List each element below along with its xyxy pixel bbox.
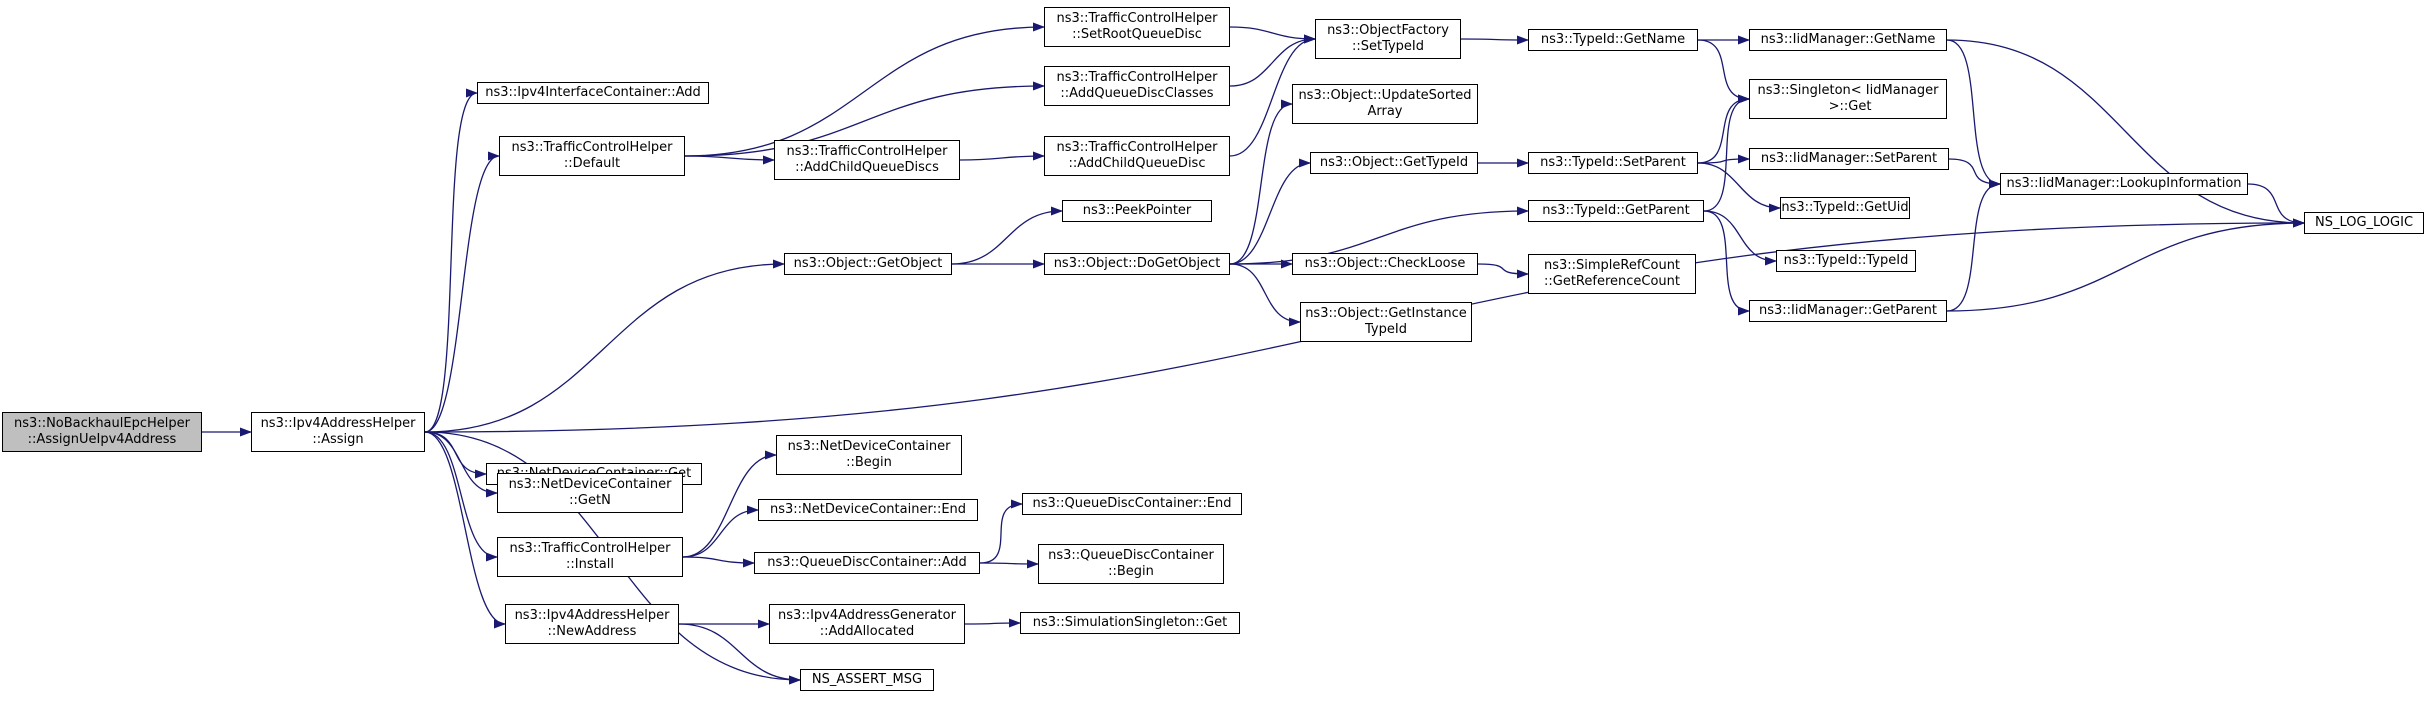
node-typeid-getname[interactable]: ns3::TypeId::GetName	[1528, 29, 1698, 51]
edge-n39-n40	[964, 618, 1021, 628]
edge-n2-n10	[424, 431, 506, 629]
node-trafficcontrolhelper-install[interactable]: ns3::TrafficControlHelper ::Install	[497, 537, 683, 577]
node-ipv4addresshelper-assign[interactable]: ns3::Ipv4AddressHelper ::Assign	[251, 412, 425, 452]
node-object-checkloose[interactable]: ns3::Object::CheckLoose	[1292, 253, 1478, 275]
edge-n4-n12	[684, 22, 1045, 157]
node-ns-assert-msg[interactable]: NS_ASSERT_MSG	[800, 669, 934, 691]
edge-n28-n19	[1697, 94, 1750, 164]
edge-n5-n21	[951, 206, 1063, 265]
edge-n28-n30	[1697, 162, 1781, 213]
edge-n14-n15	[959, 151, 1045, 161]
node-netdevicecontainer-getn[interactable]: ns3::NetDeviceContainer ::GetN	[497, 473, 683, 513]
node-object-gettypeid[interactable]: ns3::Object::GetTypeId	[1310, 152, 1478, 174]
node-object-updatesortedarray[interactable]: ns3::Object::UpdateSorted Array	[1292, 84, 1478, 124]
node-queuedisccontainer-begin[interactable]: ns3::QueueDiscContainer ::Begin	[1038, 544, 1224, 584]
edge-n26-n33	[1477, 263, 1529, 279]
node-ipv4addresshelper-newaddress[interactable]: ns3::Ipv4AddressHelper ::NewAddress	[505, 604, 679, 644]
edge-n32-n6	[1946, 218, 2305, 312]
node-queuedisccontainer-add[interactable]: ns3::QueueDiscContainer::Add	[754, 552, 980, 574]
node-trafficcontrolhelper-addchildqueuediscs[interactable]: ns3::TrafficControlHelper ::AddChildQueu…	[774, 140, 960, 180]
node-simulationsingleton-get[interactable]: ns3::SimulationSingleton::Get	[1020, 612, 1240, 634]
node-iidmanager-getname[interactable]: ns3::IidManager::GetName	[1749, 29, 1947, 51]
edge-n36-n38	[979, 559, 1039, 569]
node-peekpointer[interactable]: ns3::PeekPointer	[1062, 200, 1212, 222]
edge-n2-n8	[424, 431, 498, 498]
node-iidmanager-getparent[interactable]: ns3::IidManager::GetParent	[1749, 300, 1947, 322]
edge-n15-n16	[1229, 34, 1316, 157]
edge-n2-n5	[424, 259, 785, 433]
node-netdevicecontainer-end[interactable]: ns3::NetDeviceContainer::End	[758, 499, 978, 521]
edge-n9-n35	[682, 505, 759, 558]
edge-n4-n13	[684, 81, 1045, 157]
edge-n9-n36	[682, 556, 755, 568]
edge-n13-n16	[1229, 34, 1316, 87]
edge-n28-n29	[1697, 154, 1750, 164]
edge-n18-n20	[1946, 39, 2001, 189]
edge-n22-n24	[1229, 158, 1311, 265]
node-typeid-setparent[interactable]: ns3::TypeId::SetParent	[1528, 152, 1698, 174]
edge-n12-n16	[1229, 26, 1316, 44]
edge-n16-n17	[1460, 35, 1529, 45]
edge-n36-n37	[979, 499, 1023, 564]
node-object-getinstancetypeid[interactable]: ns3::Object::GetInstance TypeId	[1300, 302, 1472, 342]
node-ns-log-logic[interactable]: NS_LOG_LOGIC	[2304, 212, 2424, 234]
edge-n32-n20	[1946, 179, 2001, 312]
node-queuedisccontainer-end[interactable]: ns3::QueueDiscContainer::End	[1022, 493, 1242, 515]
edge-n25-n31	[1703, 210, 1777, 266]
edge-n2-n9	[424, 431, 498, 562]
node-nobackhaulepchelper-assignueipv4address: ns3::NoBackhaulEpcHelper ::AssignUeIpv4A…	[2, 412, 202, 452]
node-typeid-getparent[interactable]: ns3::TypeId::GetParent	[1528, 200, 1704, 222]
edge-n9-n34	[682, 450, 777, 558]
node-typeid-typeid[interactable]: ns3::TypeId::TypeId	[1776, 250, 1916, 272]
edge-n2-n3	[424, 88, 478, 433]
edge-n10-n11	[678, 623, 801, 685]
edge-n22-n23	[1229, 99, 1293, 265]
edge-n2-n4	[424, 151, 500, 433]
node-ipv4addressgenerator-addallocated[interactable]: ns3::Ipv4AddressGenerator ::AddAllocated	[769, 604, 965, 644]
edge-n22-n27	[1229, 263, 1301, 327]
edge-n25-n32	[1703, 210, 1750, 316]
edge-n25-n19	[1703, 94, 1750, 212]
node-ipv4interfacecontainer-add[interactable]: ns3::Ipv4InterfaceContainer::Add	[477, 82, 709, 104]
edge-n18-n6	[1946, 39, 2305, 228]
node-trafficcontrolhelper-addchildqueuedisc[interactable]: ns3::TrafficControlHelper ::AddChildQueu…	[1044, 136, 1230, 176]
node-object-getobject[interactable]: ns3::Object::GetObject	[784, 253, 952, 275]
node-object-dogetobject[interactable]: ns3::Object::DoGetObject	[1044, 253, 1230, 275]
edge-n4-n14	[684, 155, 775, 165]
node-iidmanager-lookupinformation[interactable]: ns3::IidManager::LookupInformation	[2000, 173, 2248, 195]
node-singleton-iidmanager-get[interactable]: ns3::Singleton< IidManager >::Get	[1749, 79, 1947, 119]
node-trafficcontrolhelper-addqueuediscclasses[interactable]: ns3::TrafficControlHelper ::AddQueueDisc…	[1044, 66, 1230, 106]
node-typeid-getuid[interactable]: ns3::TypeId::GetUid	[1780, 197, 1910, 219]
node-simplerefcount-getreferencecount[interactable]: ns3::SimpleRefCount ::GetReferenceCount	[1528, 254, 1696, 294]
node-netdevicecontainer-begin[interactable]: ns3::NetDeviceContainer ::Begin	[776, 435, 962, 475]
node-trafficcontrolhelper-setrootqueuedisc[interactable]: ns3::TrafficControlHelper ::SetRootQueue…	[1044, 7, 1230, 47]
node-iidmanager-setparent[interactable]: ns3::IidManager::SetParent	[1749, 148, 1949, 170]
node-objectfactory-settypeid[interactable]: ns3::ObjectFactory ::SetTypeId	[1315, 19, 1461, 59]
edge-n17-n19	[1697, 39, 1750, 104]
node-trafficcontrolhelper-default[interactable]: ns3::TrafficControlHelper ::Default	[499, 136, 685, 176]
